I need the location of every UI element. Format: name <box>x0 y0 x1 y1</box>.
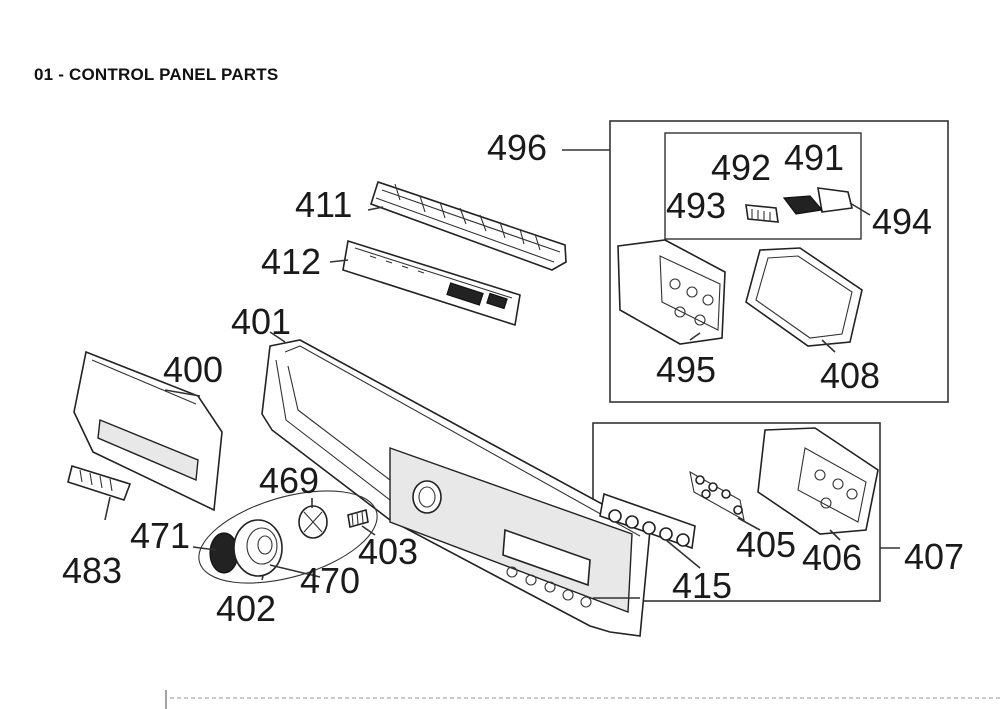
group-box-496 <box>609 120 949 403</box>
part-402-knob-assembly <box>198 490 378 584</box>
callout-411: 411 <box>295 184 352 225</box>
part-401-control-panel <box>261 339 651 637</box>
callout-402: 402 <box>216 588 276 629</box>
callout-469: 469 <box>259 460 319 501</box>
callout-406: 406 <box>802 537 862 578</box>
part-412-electronic-board <box>342 239 521 327</box>
part-491 <box>817 187 853 213</box>
leader-lines <box>104 149 900 599</box>
callout-415: 415 <box>672 565 732 606</box>
part-411-frame <box>370 180 567 271</box>
callout-470: 470 <box>300 560 360 601</box>
callout-483: 483 <box>62 550 122 591</box>
part-405-push-buttons <box>689 470 745 522</box>
callout-408: 408 <box>820 355 880 396</box>
diagram-title: 01 - CONTROL PANEL PARTS <box>34 65 279 84</box>
part-495-display-housing <box>617 239 726 345</box>
callout-403: 403 <box>358 531 418 572</box>
callout-401: 401 <box>231 301 291 342</box>
part-400-drawer-handle <box>73 350 223 512</box>
callout-493: 493 <box>666 185 726 226</box>
callout-412: 412 <box>261 241 321 282</box>
group-box-494 <box>664 132 862 240</box>
part-493 <box>745 204 779 223</box>
callout-495: 495 <box>656 349 716 390</box>
part-406-display-module <box>757 427 879 535</box>
callouts: 496 492 491 493 494 411 412 401 400 495 … <box>62 127 964 629</box>
callout-492: 492 <box>711 147 771 188</box>
callout-471: 471 <box>130 515 190 556</box>
part-469-shaft <box>298 505 328 539</box>
callout-407: 407 <box>904 536 964 577</box>
part-408-gasket <box>745 247 863 347</box>
callout-494: 494 <box>872 201 932 242</box>
callout-400: 400 <box>163 349 223 390</box>
part-403-spring <box>347 508 369 529</box>
part-483 <box>67 464 132 501</box>
callout-491: 491 <box>784 137 844 178</box>
part-492 <box>782 195 824 215</box>
callout-405: 405 <box>736 524 796 565</box>
part-470-knob <box>233 519 283 577</box>
callout-496: 496 <box>487 127 547 168</box>
